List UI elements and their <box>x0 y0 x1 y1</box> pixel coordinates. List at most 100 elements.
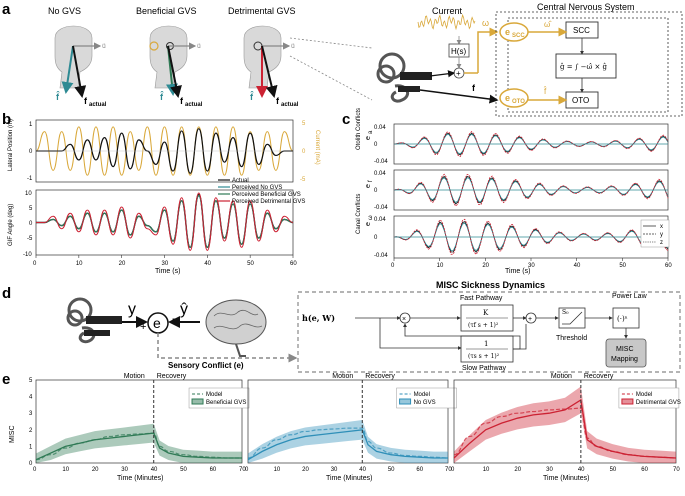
e-legend-model: Model <box>636 392 652 398</box>
series-current <box>35 126 294 176</box>
misc-dynamics-box <box>297 291 681 373</box>
f-actual-sub: actual <box>281 102 299 108</box>
head-no-gvs: No GVS u⃗ f̂ f actual <box>48 6 107 108</box>
b-bottom-ytick: -5 <box>27 236 33 242</box>
b-xtick-label: 40 <box>204 261 211 267</box>
b-xtick-label: 50 <box>247 261 254 267</box>
c-sym-w: e <box>365 222 372 226</box>
panel-label-c: c <box>342 111 350 128</box>
series-beneficial <box>36 194 294 248</box>
e-model-line <box>453 407 677 459</box>
f-actual-arrow <box>167 45 182 98</box>
threshold-label: Threshold <box>556 335 587 342</box>
b-xtick-label: 30 <box>162 261 169 267</box>
legend-z: z <box>660 240 663 246</box>
b-bottom-ytick: 10 <box>25 191 32 197</box>
fast-num: K <box>483 309 489 317</box>
b-bottom-ytick: -10 <box>23 252 32 258</box>
b-legend: Actual Perceived No GVS Perceived Benefi… <box>218 178 305 205</box>
e-observed-line <box>247 429 448 461</box>
f-hat-label: f̂ <box>250 91 254 102</box>
yhat-label: ŷ <box>180 301 188 318</box>
slow-num: 1 <box>484 340 488 348</box>
inner-ear-icon <box>376 52 432 103</box>
current-label: Current <box>432 6 463 16</box>
e-xtick-label: 70 <box>239 467 246 473</box>
thresh-sym: S₀ <box>562 309 569 316</box>
b-xtick-label: 0 <box>33 261 37 267</box>
chart-b-bottom: GIF Angle (deg) 10 5 0 -5 -10 Actual Per… <box>8 178 305 275</box>
misc-title: MISC Sickness Dynamics <box>436 280 545 290</box>
e-xtick-label: 30 <box>546 467 553 473</box>
power-sym: (·)ⁿ <box>617 315 628 323</box>
e-xtick-label: 50 <box>180 467 187 473</box>
e-ytick: 2 <box>29 428 33 434</box>
c-ytick: 0 <box>374 235 378 241</box>
b-bottom-ytick: 5 <box>29 206 33 212</box>
e-xtick-label: 50 <box>388 467 395 473</box>
oto-box-label: OTO <box>572 96 589 105</box>
c-xtick-label: 20 <box>482 263 489 269</box>
c-row-title: Otolith Conflicts <box>356 108 362 150</box>
e-xlabel: Time (Minutes) <box>326 475 372 482</box>
legend-detrimental: Perceived Detrimental GVS <box>232 199 305 205</box>
e-xtick-label: 0 <box>33 467 37 473</box>
scc-box-label: SCC <box>573 26 590 35</box>
head-silhouette <box>54 25 93 89</box>
power-law-label: Power Law <box>612 293 648 300</box>
callout-line <box>289 37 373 49</box>
e-motion-label: Motion <box>332 373 353 380</box>
e-xtick-label: 70 <box>673 467 680 473</box>
e-legend <box>188 387 250 409</box>
c-ytick: 0 <box>374 142 378 148</box>
e-ytick: 0 <box>29 461 33 467</box>
e-xtick-label: 40 <box>151 467 158 473</box>
c-xtick-label: 0 <box>391 263 395 269</box>
e-xtick-label: 0 <box>245 467 249 473</box>
plus-node-sym: + <box>528 316 532 323</box>
gravity-integration-block <box>555 53 617 79</box>
c-ytick: 0.04 <box>374 125 386 131</box>
b-xtick-label: 10 <box>76 261 83 267</box>
series-lateral-position <box>36 128 293 174</box>
e-xtick-label: 40 <box>578 467 585 473</box>
e-frame <box>247 379 449 464</box>
legend-actual: Actual <box>232 178 249 184</box>
b-bottom-ytick: 0 <box>29 221 33 227</box>
e-recovery-label: Recovery <box>584 373 614 380</box>
e-legend-observed: No GVS <box>414 400 436 406</box>
cns-title: Central Nervous System <box>537 2 635 12</box>
e-xtick-label: 60 <box>641 467 648 473</box>
e-recovery-label: Recovery <box>365 373 395 380</box>
h-function: h(e, W) <box>302 313 335 323</box>
e-xtick-label: 10 <box>62 467 69 473</box>
b-xtick-label: 20 <box>119 261 126 267</box>
b-top-rtick: -5 <box>300 177 306 183</box>
e-xtick-label: 30 <box>121 467 128 473</box>
c-ytick: -0.04 <box>374 253 388 259</box>
fast-pathway-label: Fast Pathway <box>460 295 503 302</box>
c-sym-a: e <box>365 136 372 140</box>
f-hat-label: f̂ <box>160 91 164 102</box>
e-oto-label: e <box>505 93 510 103</box>
e-ytick: 4 <box>29 395 33 401</box>
b-top-rtick: 0 <box>302 149 306 155</box>
c-legend: x y z <box>640 219 670 248</box>
b-xtick-label: 60 <box>290 261 297 267</box>
e-ytick: 3 <box>29 411 33 417</box>
u-label: u⃗ <box>197 43 201 50</box>
f-hat-cns-label: f̂ <box>543 87 547 96</box>
current-waveform <box>417 13 476 31</box>
b-bottom-ylabel: GIF Angle (deg) <box>8 204 14 246</box>
svg-text:+: + <box>456 69 461 78</box>
panel-label-d: d <box>2 285 11 302</box>
e-ytick: 5 <box>29 378 33 384</box>
e-xlabel: Time (Minutes) <box>543 475 589 482</box>
e-xtick-label: 10 <box>274 467 281 473</box>
callout-line <box>289 55 373 101</box>
e-xtick-label: 70 <box>445 467 452 473</box>
chart-b-top: Lateral Position (m) 1 0 -1 5 0 -5 Curre… <box>8 119 320 183</box>
e-motion-label: Motion <box>124 373 145 380</box>
